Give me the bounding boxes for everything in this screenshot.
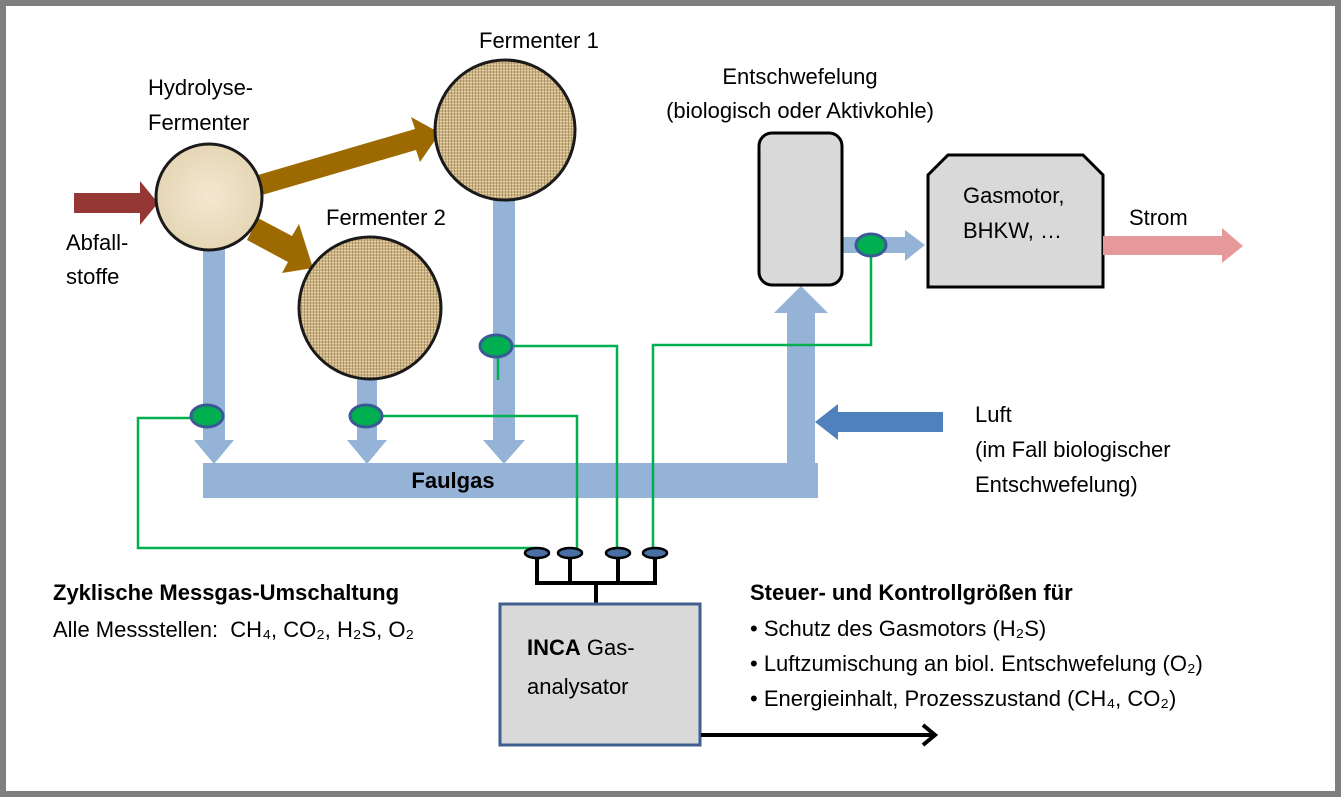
input-label-2: stoffe (66, 264, 119, 289)
left-caption-title: Zyklische Messgas-Umschaltung (53, 580, 399, 605)
fermenter-1 (433, 58, 577, 202)
port-icon (523, 546, 551, 560)
fermenter-2 (297, 235, 443, 381)
fermenter2-label: Fermenter 2 (326, 205, 446, 230)
sensor-icon (189, 403, 225, 429)
sensor-icon (854, 232, 888, 258)
arrow-to-fermenter1 (258, 117, 440, 195)
analyzer-label-line2: analysator (527, 674, 629, 699)
air-arrow (815, 404, 943, 440)
luft-label-3: Entschwefelung) (975, 472, 1138, 497)
gasmotor-label-1: Gasmotor, (963, 183, 1064, 208)
output-arrowhead (921, 723, 939, 747)
hydrolyse-fermenter (154, 142, 264, 252)
faulgas-label: Faulgas (411, 468, 494, 493)
faulgas-bar (203, 463, 818, 498)
sample-line-3 (510, 344, 619, 550)
entschwefelung-label-2: (biologisch oder Aktivkohle) (666, 98, 934, 123)
arrow-to-fermenter2 (247, 218, 313, 273)
inlet-ports (523, 546, 669, 560)
port-icon (641, 546, 669, 560)
right-caption-item: • Luftzumischung an biol. Entschwefelung… (750, 651, 1203, 676)
sample-lines (136, 255, 873, 550)
strom-label: Strom (1129, 205, 1188, 230)
luft-label-2: (im Fall biologischer (975, 437, 1171, 462)
hydrolyse-label-1: Hydrolyse- (148, 75, 253, 100)
port-icon (604, 546, 632, 560)
analyzer-brand: INCA (527, 635, 581, 660)
pipe-fermenter1 (483, 175, 525, 464)
sensor-icon (478, 333, 514, 359)
analyzer-line1: Gas- (581, 635, 635, 660)
right-caption-title: Steuer- und Kontrollgrößen für (750, 580, 1073, 605)
gasmotor-box (926, 153, 1105, 289)
sample-line-4 (651, 255, 873, 550)
sensors (189, 232, 888, 429)
manifold (535, 556, 657, 604)
port-icon (556, 546, 584, 560)
hydrolyse-label-2: Fermenter (148, 110, 249, 135)
right-caption-item: • Energieinhalt, Prozesszustand (CH₄, CO… (750, 686, 1176, 711)
gasmotor-label-2: BHKW, … (963, 218, 1062, 243)
sensor-icon (348, 403, 384, 429)
sample-line-1 (136, 416, 535, 550)
left-caption-text: Alle Messstellen: CH₄, CO₂, H₂S, O₂ (53, 617, 414, 642)
entschwefelung-box (757, 131, 844, 287)
luft-label-1: Luft (975, 402, 1012, 427)
fermenter1-label: Fermenter 1 (479, 28, 599, 53)
pipe-to-entschwefelung (774, 286, 828, 463)
sample-line-2 (380, 414, 579, 548)
power-arrow (1103, 228, 1243, 263)
right-caption-item: • Schutz des Gasmotors (H₂S) (750, 616, 1046, 641)
inca-analyzer-box (498, 602, 702, 747)
entschwefelung-label-1: Entschwefelung (722, 64, 877, 89)
input-label-1: Abfall- (66, 230, 128, 255)
input-arrow (74, 181, 158, 225)
analyzer-label-line1: INCA Gas- (527, 635, 635, 660)
